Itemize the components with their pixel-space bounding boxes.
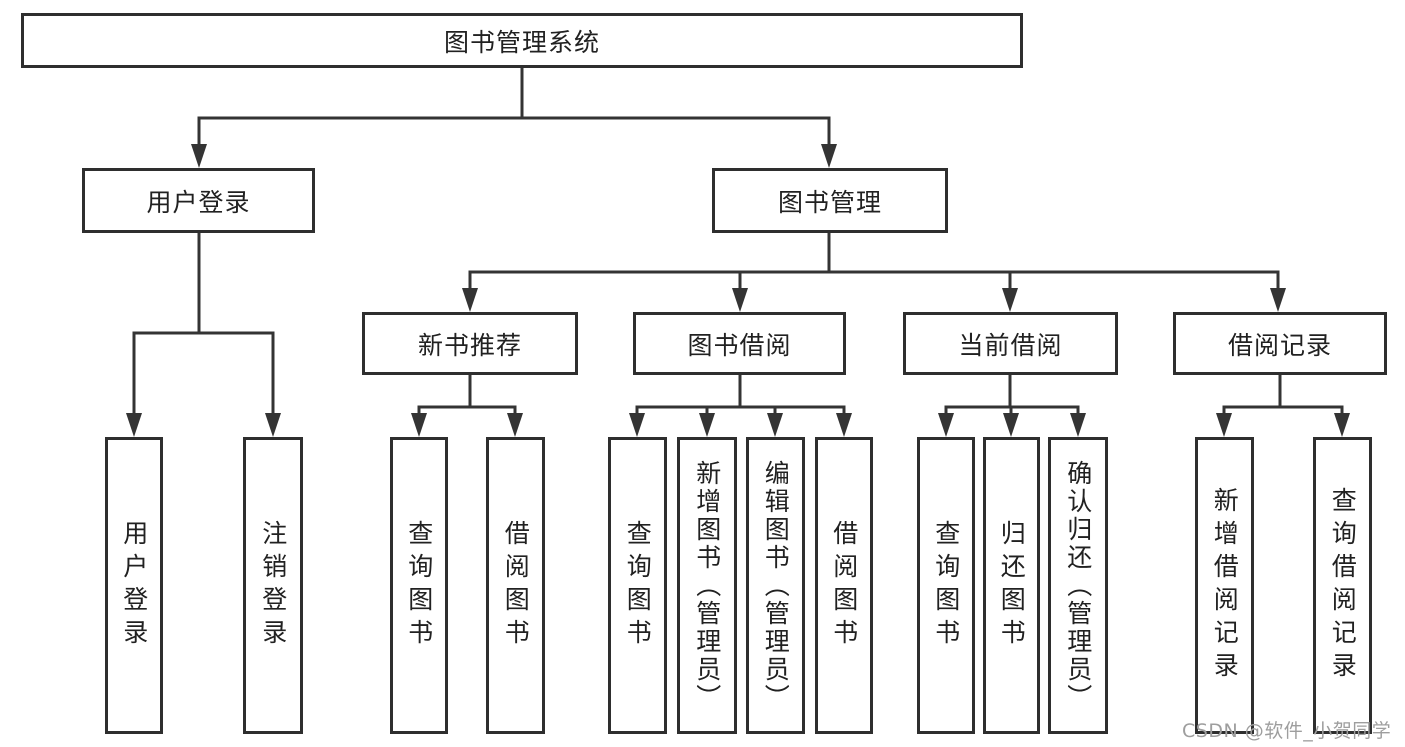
- arrow-down-icon: [191, 144, 207, 168]
- connector-borrow-branch: [635, 405, 846, 415]
- leaf-confirm-return-admin: 确认归还（管理员）: [1048, 437, 1108, 734]
- arrow-down-icon: [462, 288, 478, 312]
- node-label: 新书推荐: [417, 330, 522, 360]
- node-label: 新增图书（管理员）: [692, 459, 722, 712]
- leaf-add-books-admin: 新增图书（管理员）: [677, 437, 737, 734]
- arrow-down-icon: [1003, 413, 1019, 437]
- arrow-down-icon: [1270, 288, 1286, 312]
- leaf-query-borrow-record: 查询借阅记录: [1313, 437, 1372, 734]
- node-label: 查询图书: [623, 519, 653, 652]
- connector-level1-branch: [197, 116, 831, 146]
- csdn-watermark: CSDN @软件_小贺同学: [1182, 720, 1392, 742]
- node-current-borrowing: 当前借阅: [903, 312, 1118, 375]
- node-label: 用户登录: [146, 187, 251, 217]
- leaf-borrow-books: 借阅图书: [815, 437, 873, 734]
- connector-login-branch: [132, 331, 275, 415]
- node-label: 借阅图书: [501, 519, 531, 652]
- leaf-query-books-current: 查询图书: [917, 437, 975, 734]
- leaf-query-books-recommend: 查询图书: [390, 437, 448, 734]
- connector-strokes: [132, 68, 1344, 415]
- node-label: 查询图书: [404, 519, 434, 652]
- leaf-return-books: 归还图书: [983, 437, 1040, 734]
- node-label: 当前借阅: [958, 330, 1063, 360]
- node-root-system: 图书管理系统: [21, 13, 1023, 68]
- node-label: 确认归还（管理员）: [1063, 459, 1093, 712]
- node-label: 借阅图书: [829, 519, 859, 652]
- node-book-management: 图书管理: [712, 168, 948, 233]
- arrow-down-icon: [1334, 413, 1350, 437]
- connector-mgmt-branch: [468, 270, 1280, 290]
- arrowheads: [126, 144, 1350, 437]
- arrow-down-icon: [767, 413, 783, 437]
- leaf-borrow-books-recommend: 借阅图书: [486, 437, 545, 734]
- arrow-down-icon: [411, 413, 427, 437]
- arrow-down-icon: [1070, 413, 1086, 437]
- node-label: 查询图书: [931, 519, 961, 652]
- node-label: 借阅记录: [1227, 330, 1332, 360]
- node-label: 图书管理系统: [443, 27, 600, 57]
- arrow-down-icon: [699, 413, 715, 437]
- node-borrowing-records: 借阅记录: [1173, 312, 1387, 375]
- arrow-down-icon: [938, 413, 954, 437]
- node-user-login: 用户登录: [82, 168, 315, 233]
- node-label: 查询借阅记录: [1328, 486, 1358, 685]
- arrow-down-icon: [265, 413, 281, 437]
- arrow-down-icon: [732, 288, 748, 312]
- connector-rec-branch: [417, 405, 517, 415]
- node-label: 归还图书: [997, 519, 1027, 652]
- node-label: 编辑图书（管理员）: [761, 459, 791, 712]
- node-label: 用户登录: [119, 519, 149, 652]
- leaf-query-books-borrow: 查询图书: [608, 437, 667, 734]
- leaf-edit-books-admin: 编辑图书（管理员）: [746, 437, 805, 734]
- arrow-down-icon: [126, 413, 142, 437]
- node-label: 注销登录: [258, 519, 288, 652]
- leaf-logout: 注销登录: [243, 437, 303, 734]
- node-new-book-recommend: 新书推荐: [362, 312, 578, 375]
- connector-records-branch: [1222, 405, 1344, 415]
- node-label: 图书管理: [777, 187, 882, 217]
- arrow-down-icon: [629, 413, 645, 437]
- arrow-down-icon: [507, 413, 523, 437]
- node-label: 新增借阅记录: [1210, 486, 1240, 685]
- leaf-add-borrow-record: 新增借阅记录: [1195, 437, 1254, 734]
- arrow-down-icon: [821, 144, 837, 168]
- node-label: 图书借阅: [687, 330, 792, 360]
- arrow-down-icon: [1216, 413, 1232, 437]
- arrow-down-icon: [1002, 288, 1018, 312]
- leaf-user-login: 用户登录: [105, 437, 163, 734]
- node-book-borrowing: 图书借阅: [633, 312, 846, 375]
- arrow-down-icon: [836, 413, 852, 437]
